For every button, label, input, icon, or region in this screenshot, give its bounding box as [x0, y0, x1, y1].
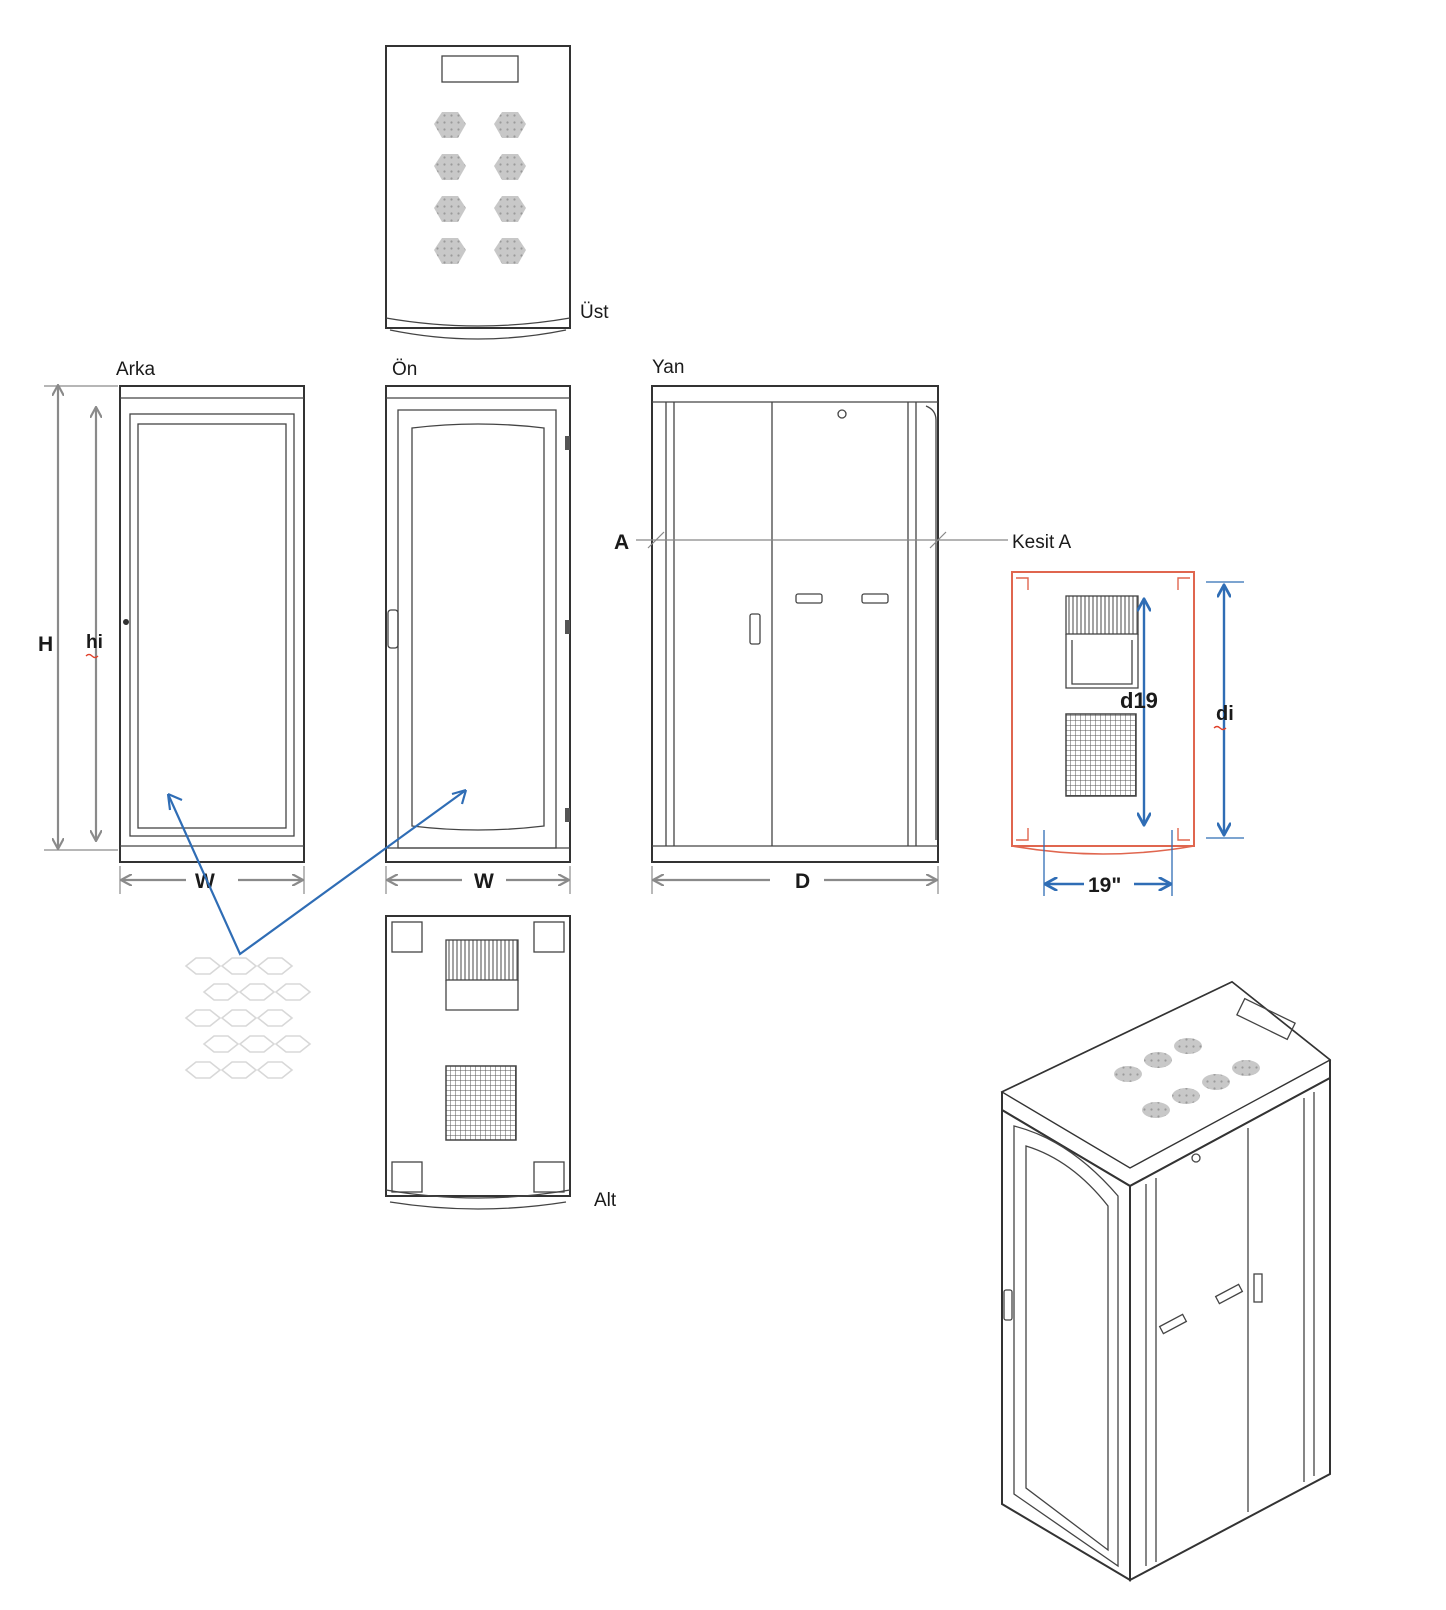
- front-view-label: Ön: [392, 359, 417, 380]
- caster-plate: [533, 921, 565, 953]
- back-door-lock: [123, 619, 129, 625]
- caster-plate: [391, 1161, 423, 1193]
- back-view-label: Arka: [116, 359, 156, 380]
- inner-depth-label: di: [1216, 703, 1234, 725]
- side-panel-handle: [749, 613, 761, 645]
- perforation-detail: [166, 788, 468, 1079]
- height-label: H: [38, 633, 53, 656]
- section-a-view: d19 di 19": [1011, 571, 1244, 897]
- side-view: Yan A Kesit A D: [614, 357, 1071, 894]
- inner-height-label: hi: [86, 632, 103, 653]
- rack-width-label: 19": [1088, 874, 1121, 897]
- bottom-fan-unit: [445, 939, 519, 981]
- section-label: Kesit A: [1012, 532, 1071, 553]
- isometric-view: [1000, 980, 1332, 1582]
- front-door-panel: [411, 423, 545, 831]
- back-door-panel: [137, 423, 287, 829]
- back-view: Arka H hi W: [38, 359, 305, 894]
- caster-plate: [533, 1161, 565, 1193]
- side-view-label: Yan: [652, 357, 684, 378]
- front-view: Ön W: [385, 359, 571, 894]
- cable-entry-plate: [441, 55, 519, 83]
- bottom-mesh-panel: [445, 1065, 517, 1141]
- side-panel-latch-right: [861, 593, 889, 604]
- width-front-label: W: [474, 870, 494, 893]
- section-marker: A: [614, 531, 629, 554]
- front-door-handle: [387, 609, 399, 649]
- top-view: Üst: [385, 45, 609, 340]
- caster-plate: [391, 921, 423, 953]
- depth-19-label: d19: [1120, 688, 1158, 713]
- mesh-panel: [1065, 713, 1137, 797]
- top-view-label: Üst: [580, 302, 609, 323]
- bottom-view: Alt: [385, 915, 617, 1211]
- side-panel-latch-left: [795, 593, 823, 604]
- bottom-view-label: Alt: [594, 1190, 617, 1211]
- depth-label: D: [795, 870, 810, 893]
- fan-holes: [434, 112, 526, 264]
- fan-unit: [1065, 595, 1139, 635]
